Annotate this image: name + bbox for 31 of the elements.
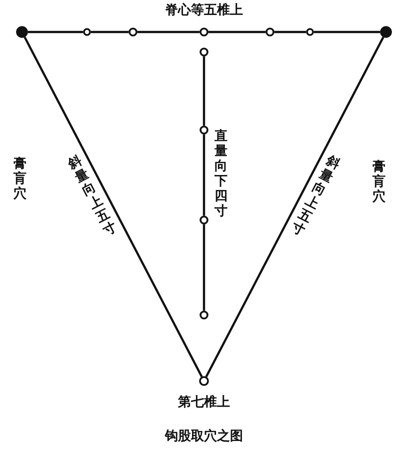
- point-marker: [266, 28, 274, 36]
- line: [314, 30, 380, 34]
- point-marker: [128, 28, 138, 36]
- line: [28, 30, 84, 34]
- line: [24, 36, 203, 378]
- point-marker: [380, 26, 392, 38]
- point-marker: [306, 28, 314, 36]
- line: [208, 30, 266, 34]
- point-marker: [200, 310, 208, 320]
- point-marker: [83, 28, 91, 36]
- point-marker: [200, 28, 208, 36]
- line: [137, 30, 200, 34]
- acupoint-label: 膏肓穴: [13, 158, 27, 202]
- point-marker: [16, 26, 28, 38]
- point-label: 第七椎上: [178, 396, 230, 410]
- edge-label: 直量向下四寸: [214, 130, 228, 220]
- line: [202, 134, 206, 216]
- point-marker: [200, 48, 208, 56]
- edge-label: 斜量向上五寸: [66, 154, 120, 240]
- edge-label: 斜量向上五寸: [288, 154, 342, 240]
- line: [205, 36, 384, 378]
- line: [202, 224, 206, 311]
- line: [90, 30, 129, 34]
- point-label: 脊心等五椎上: [165, 4, 243, 18]
- point-marker: [200, 216, 208, 224]
- caption: 钩股取穴之图: [165, 430, 243, 444]
- acupoint-label: 膏肓穴: [372, 160, 386, 206]
- line: [274, 30, 306, 34]
- point-marker: [199, 376, 209, 386]
- point-marker: [200, 126, 208, 134]
- line: [202, 56, 206, 126]
